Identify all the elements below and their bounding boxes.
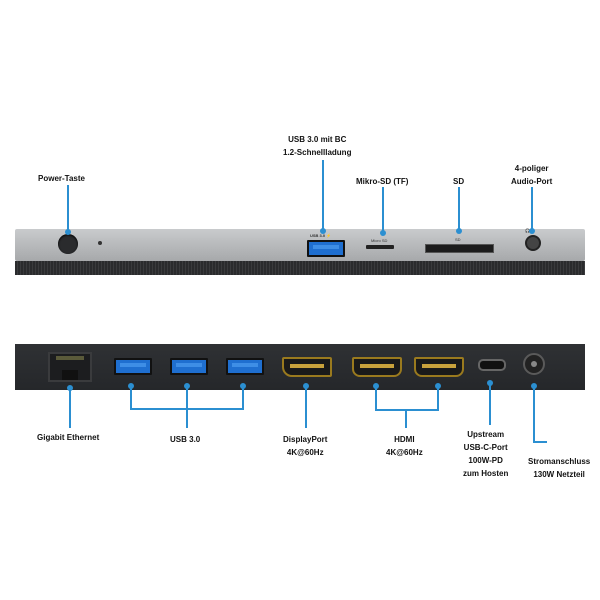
power-button-label: Power-Taste xyxy=(38,174,85,183)
power-supply-label: Stromanschluss 130W Netzteil xyxy=(528,457,591,479)
sd-label: SD xyxy=(453,177,465,186)
usb30-callout-line-2 xyxy=(186,386,188,428)
ethernet-label: Gigabit Ethernet xyxy=(37,433,100,442)
hdmi-callout-line-center xyxy=(405,410,407,428)
front-device-base xyxy=(15,261,585,275)
front-device-body xyxy=(15,229,585,261)
rear-usb30-port-1 xyxy=(114,358,152,375)
audio-callout-dot xyxy=(529,228,535,234)
upstream-usbc-label: Upstream USB-C-Port 100W-PD zum Hosten xyxy=(463,430,509,478)
rear-usb30-port-3 xyxy=(226,358,264,375)
microsd-label: Mikro-SD (TF) xyxy=(356,177,409,186)
audio-jack xyxy=(525,235,541,251)
power-led xyxy=(98,241,102,245)
usb30-bc-callout-dot xyxy=(320,228,326,234)
hdmi-callout-bar xyxy=(375,409,439,411)
microsd-callout-dot xyxy=(380,230,386,236)
rear-usb30-port-2 xyxy=(170,358,208,375)
microsd-slot-label: Micro SD xyxy=(371,238,388,243)
power-jack-callout-line-h xyxy=(533,441,547,443)
usb30-callout-line-1 xyxy=(130,386,132,409)
displayport-port xyxy=(282,357,332,377)
sd-slot-label: SD xyxy=(455,237,461,242)
power-callout-dot xyxy=(65,229,71,235)
power-callout-line xyxy=(67,185,69,231)
hdmi-callout-line-1 xyxy=(375,386,377,410)
dc-power-jack xyxy=(523,353,545,375)
audio-callout-line xyxy=(531,187,533,230)
sd-slot xyxy=(425,244,494,253)
ethernet-callout-line xyxy=(69,388,71,428)
front-usb30-port xyxy=(307,240,345,257)
upstream-callout-line xyxy=(489,383,491,425)
ethernet-port xyxy=(48,352,92,382)
displayport-label: DisplayPort 4K@60Hz xyxy=(283,435,328,457)
power-jack-callout-line-v xyxy=(533,386,535,442)
usb30-callout-line-3 xyxy=(242,386,244,409)
front-usb30-port-label: USB 3.0 ⚡ xyxy=(310,233,332,238)
hdmi-callout-line-2 xyxy=(437,386,439,410)
usbc-upstream-port xyxy=(478,359,506,371)
usb30-label: USB 3.0 xyxy=(170,435,201,444)
hdmi-label: HDMI 4K@60Hz xyxy=(386,435,423,457)
displayport-callout-line xyxy=(305,386,307,428)
hdmi-port-2 xyxy=(414,357,464,377)
microsd-callout-line xyxy=(382,187,384,232)
microsd-slot xyxy=(366,245,394,249)
usb30-bc-callout-line xyxy=(322,160,324,230)
hdmi-port-1 xyxy=(352,357,402,377)
sd-callout-dot xyxy=(456,228,462,234)
usb30-bc-label: USB 3.0 mit BC 1.2-Schnellladung xyxy=(283,135,352,157)
power-button xyxy=(58,234,78,254)
audio-port-label: 4-poliger Audio-Port xyxy=(511,164,553,186)
sd-callout-line xyxy=(458,187,460,230)
